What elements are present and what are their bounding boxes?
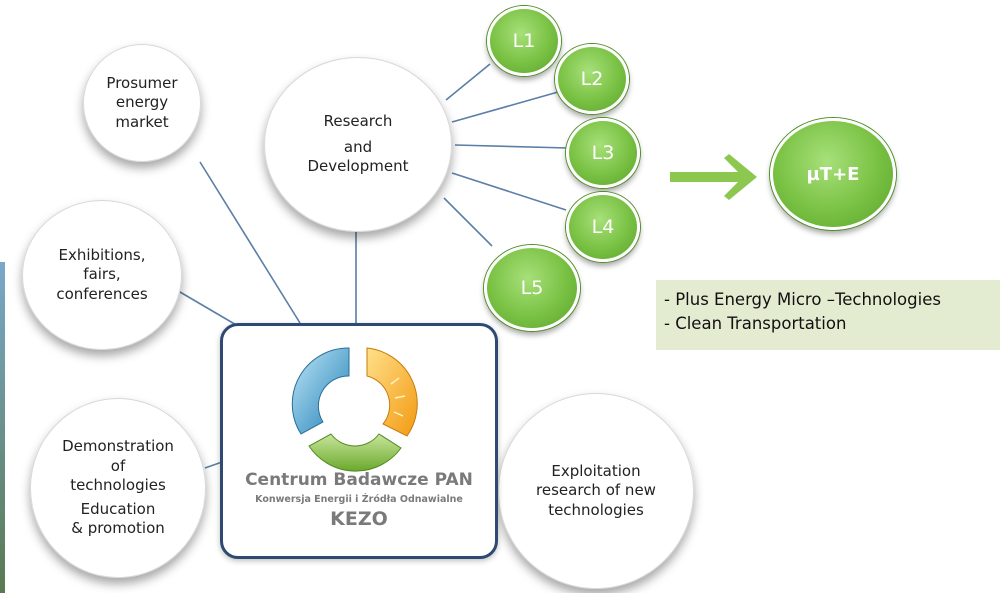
exploitation-line-2: research of new: [536, 481, 656, 500]
exhibitions-line-2: fairs,: [83, 265, 121, 284]
exhibitions-line-3: conferences: [56, 284, 148, 303]
prosumer-line-3: market: [115, 112, 169, 131]
exploitation-line-1: Exploitation: [551, 461, 641, 480]
connector-research-l4: [451, 172, 567, 211]
lab-circle-l4: L4: [566, 192, 640, 262]
connector-research-l3: [454, 144, 569, 149]
logo-blue-segment: [291, 347, 350, 435]
exhibitions-bubble: Exhibitions, fairs, conferences: [22, 200, 182, 350]
lab-circle-l1: L1: [487, 6, 561, 76]
demonstration-line-4: Education: [80, 499, 156, 518]
left-edge-photo-strip: [0, 262, 5, 593]
logo-green-segment: [308, 433, 402, 472]
kezo-logo: [291, 347, 418, 472]
logo-orange-segment: [366, 347, 418, 437]
result-circle: µT+E: [770, 118, 896, 230]
demonstration-line-1: Demonstration: [62, 437, 174, 456]
demonstration-line-2: of: [110, 456, 126, 475]
exploitation-line-3: technologies: [548, 500, 644, 519]
demonstration-line-5: & promotion: [71, 519, 165, 538]
prosumer-line-1: Prosumer: [106, 73, 178, 92]
legend-item-2: - Clean Transportation: [664, 313, 847, 333]
center-acronym: KEZO: [330, 508, 388, 530]
logo-sun-rays-icon: [390, 377, 406, 417]
arrow-to-result: [670, 154, 757, 200]
demonstration-line-3: technologies: [70, 476, 166, 495]
connector-research-l2: [451, 91, 559, 123]
connector-research-l1: [445, 63, 491, 101]
lab-circle-l2: L2: [555, 44, 629, 114]
center-subtitle: Konwersja Energii i Źródła Odnawialne: [255, 494, 463, 505]
legend-box: - Plus Energy Micro –Technologies - Clea…: [656, 280, 1000, 350]
connector-prosumer-center: [199, 161, 301, 324]
demonstration-bubble: Demonstration of technologies Education …: [30, 398, 206, 578]
connector-exhibitions-center: [179, 291, 239, 327]
connector-demonstration-center: [204, 461, 223, 469]
connector-research-l5: [443, 197, 493, 247]
legend-item-1: - Plus Energy Micro –Technologies: [664, 290, 941, 309]
lab-circle-l5: L5: [484, 245, 580, 331]
center-title: Centrum Badawcze PAN: [245, 470, 473, 490]
prosumer-bubble: Prosumer energy market: [83, 44, 201, 162]
research-line-3: Development: [307, 157, 409, 176]
exhibitions-line-1: Exhibitions,: [58, 245, 146, 264]
exploitation-bubble: Exploitation research of new technologie…: [498, 393, 694, 589]
lab-circle-l3: L3: [566, 118, 640, 188]
research-line-2: and: [343, 137, 373, 156]
kezo-center-box: Centrum Badawcze PAN Konwersja Energii i…: [220, 323, 498, 559]
research-line-1: Research: [323, 112, 393, 131]
prosumer-line-2: energy: [115, 93, 169, 112]
research-development-bubble: Research and Development: [264, 57, 452, 232]
